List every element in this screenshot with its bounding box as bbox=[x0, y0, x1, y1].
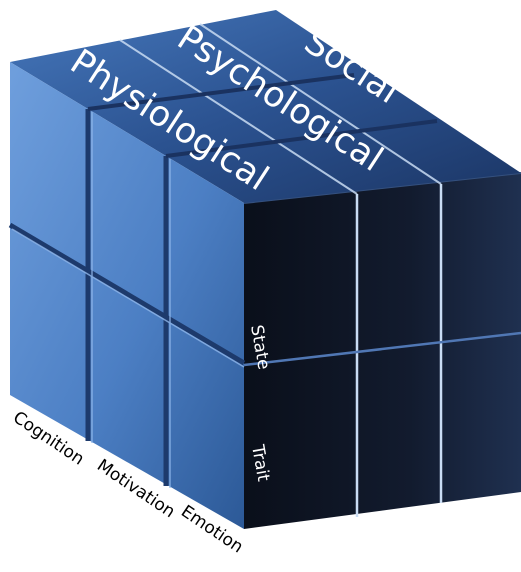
top-face-seams bbox=[87, 73, 438, 158]
cube-top-face bbox=[10, 10, 521, 203]
cube-right-face bbox=[244, 173, 521, 529]
top-face-grid bbox=[119, 23, 442, 195]
right-face-middle-seam bbox=[243, 331, 521, 367]
front-face-bevels bbox=[11, 112, 245, 488]
